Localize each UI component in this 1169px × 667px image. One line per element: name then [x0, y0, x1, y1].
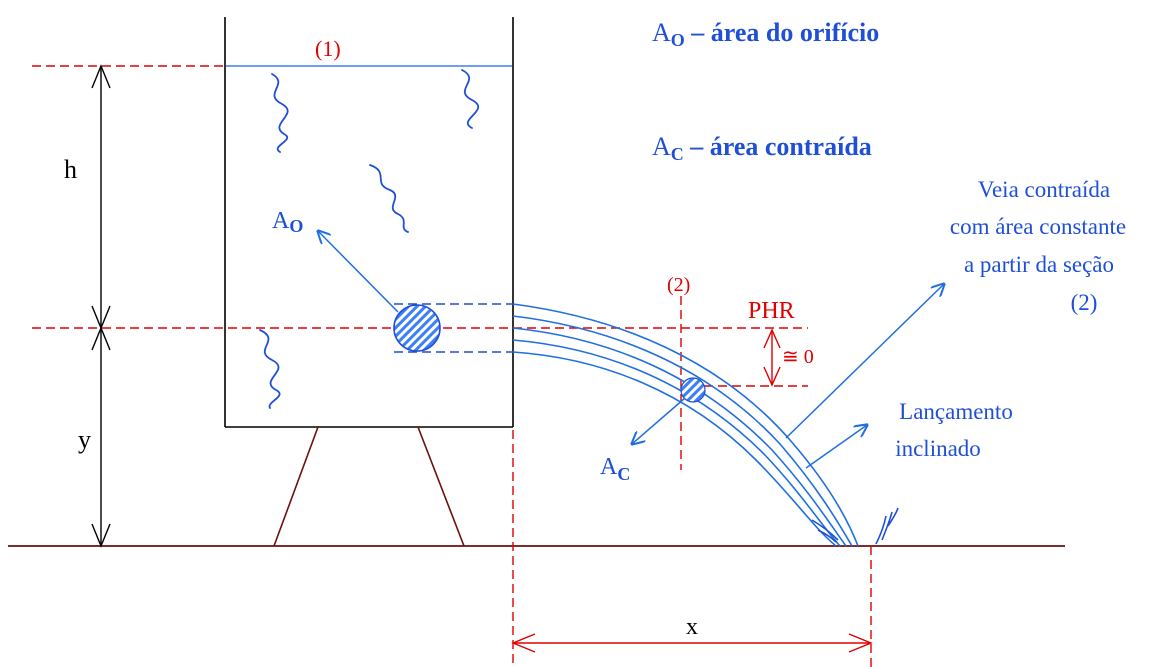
legend-ao-symbol: A	[652, 18, 671, 47]
veia-annotation: Veia contraída com área constante a part…	[950, 177, 1126, 315]
legend-ac-sub: C	[671, 144, 684, 164]
legend-ao-sub: O	[671, 30, 685, 50]
ac-pointer-arrow	[632, 397, 686, 444]
lancamento-line-2: inclinado	[895, 436, 981, 461]
splash-right	[875, 507, 899, 545]
h-label: h	[64, 155, 77, 184]
jet-streamline-4	[512, 339, 841, 547]
x-label: x	[686, 614, 698, 640]
water-squiggle-1	[271, 73, 289, 153]
approx-zero-label: ≅ 0	[782, 346, 814, 368]
support-left	[273, 426, 319, 547]
legend-area-contraida: AC – área contraída	[652, 132, 872, 164]
ac-symbol: A	[600, 454, 618, 480]
h-arrow-top	[91, 64, 111, 89]
orifice-hatched-circle	[393, 304, 441, 352]
legend-ac-text: – área contraída	[684, 132, 872, 161]
contracted-section-hatched-circle	[680, 377, 706, 403]
ao-symbol: A	[272, 208, 290, 234]
x-arrow-right	[848, 633, 873, 653]
veia-line-3: a partir da seção	[964, 252, 1114, 277]
phr-label: PHR	[748, 298, 795, 324]
water-squiggle-2	[461, 69, 480, 129]
lancamento-pointer-arrow	[805, 425, 867, 469]
water-squiggle-3	[369, 164, 409, 233]
ao-sub: O	[289, 216, 303, 236]
lancamento-line-1: Lançamento	[899, 399, 1013, 424]
jet-streamline-5	[512, 351, 837, 547]
jet-streamline-3	[512, 327, 847, 547]
jet-streamline-1	[512, 303, 859, 547]
veia-line-2: com área constante	[950, 214, 1126, 239]
legend-ac-symbol: A	[652, 132, 671, 161]
y-label: y	[78, 425, 91, 454]
splash-left	[811, 519, 839, 543]
legend-area-orificio: AO – área do orifício	[652, 18, 879, 50]
approx-arrow-top	[763, 328, 781, 349]
ao-label: AO	[272, 208, 303, 236]
support-right	[417, 426, 465, 547]
veia-line-1: Veia contraída	[978, 177, 1110, 202]
section1-label: (1)	[315, 36, 341, 61]
veia-line-4: (2)	[1071, 290, 1098, 315]
approx-arrow-bottom	[763, 366, 781, 387]
lancamento-annotation: Lançamento inclinado	[895, 399, 1013, 461]
ac-sub: C	[617, 464, 630, 484]
section2-label: (2)	[667, 274, 690, 296]
legend-ao-text: – área do orifício	[685, 18, 879, 47]
jet-streamline-2	[512, 315, 853, 547]
x-arrow-left	[511, 633, 536, 653]
y-arrow-top	[91, 326, 111, 351]
ao-pointer-arrow	[318, 231, 399, 313]
y-arrow-bottom	[91, 523, 111, 548]
water-squiggle-4	[259, 329, 281, 409]
veia-pointer-arrow	[785, 284, 944, 439]
ac-label: AC	[600, 454, 630, 484]
